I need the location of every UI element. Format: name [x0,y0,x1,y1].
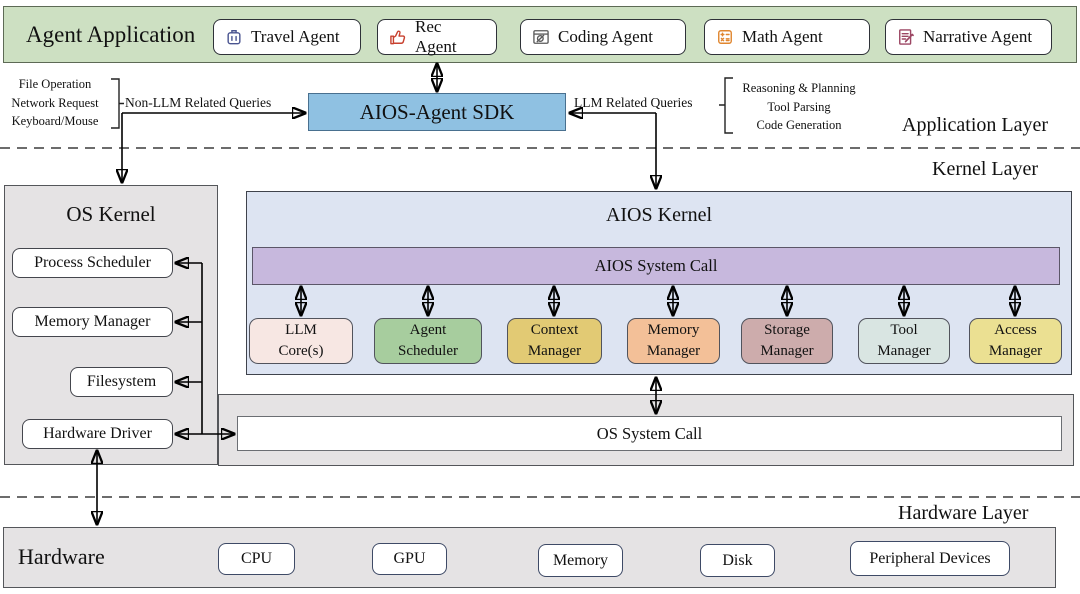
manager-context: Context Manager [507,318,602,364]
os-module-filesystem: Filesystem [70,367,173,397]
llm-query-types: Reasoning & Planning Tool Parsing Code G… [729,79,869,135]
hardware-layer-label: Hardware Layer [898,502,1029,524]
thumbs-up-icon [388,27,408,47]
manager-llm-cores: LLM Core(s) [249,318,353,364]
non-llm-query-types: File Operation Network Request Keyboard/… [4,75,106,131]
agent-box-narrative: Narrative Agent [885,19,1052,55]
os-kernel-title: OS Kernel [66,201,156,226]
os-system-call-bar: OS System Call [237,416,1062,451]
hw-item-disk: Disk [700,544,775,577]
agent-application-title: Agent Application [26,22,196,47]
agent-label: Coding Agent [558,27,653,46]
luggage-icon [224,27,244,47]
note-line: Keyboard/Mouse [11,114,99,128]
hw-item-gpu: GPU [372,543,447,575]
note-line: Network Request [11,95,99,110]
kernel-layer-label: Kernel Layer [932,158,1039,180]
llm-queries-label: LLM Related Queries [574,95,693,110]
agent-label: Rec Agent [415,17,457,56]
hardware-title: Hardware [18,544,105,569]
agent-box-coding: Coding Agent [520,19,686,55]
aios-agent-sdk-box: AIOS-Agent SDK [308,93,566,131]
non-llm-queries-label: Non-LLM Related Queries [125,95,272,110]
agent-box-rec: Rec Agent [377,17,497,56]
note-line: File Operation [18,77,92,91]
code-window-icon [531,27,551,47]
agent-box-travel: Travel Agent [213,19,361,55]
hw-item-cpu: CPU [218,543,295,575]
hw-item-memory: Memory [538,544,623,577]
manager-access: Access Manager [969,318,1062,364]
os-module-memory-manager: Memory Manager [12,307,173,337]
document-pen-icon [896,27,916,47]
calculator-icon [715,27,735,47]
agent-label: Narrative Agent [923,27,1033,46]
note-line: Tool Parsing [767,99,831,114]
manager-storage: Storage Manager [741,318,833,364]
os-module-process-scheduler: Process Scheduler [12,248,173,278]
left-bracket [111,78,124,129]
manager-memory: Memory Manager [627,318,720,364]
note-line: Code Generation [756,118,842,132]
application-layer-label: Application Layer [902,114,1049,136]
aios-kernel-title: AIOS Kernel [605,203,713,226]
agent-label: Travel Agent [251,27,340,46]
manager-tool: Tool Manager [858,318,950,364]
os-module-hardware-driver: Hardware Driver [22,419,173,449]
aios-system-call-bar: AIOS System Call [252,247,1060,285]
agent-label: Math Agent [742,27,823,46]
note-line: Reasoning & Planning [742,81,856,95]
hw-item-peripheral-devices: Peripheral Devices [850,541,1010,576]
manager-agent-scheduler: Agent Scheduler [374,318,482,364]
agent-box-math: Math Agent [704,19,870,55]
